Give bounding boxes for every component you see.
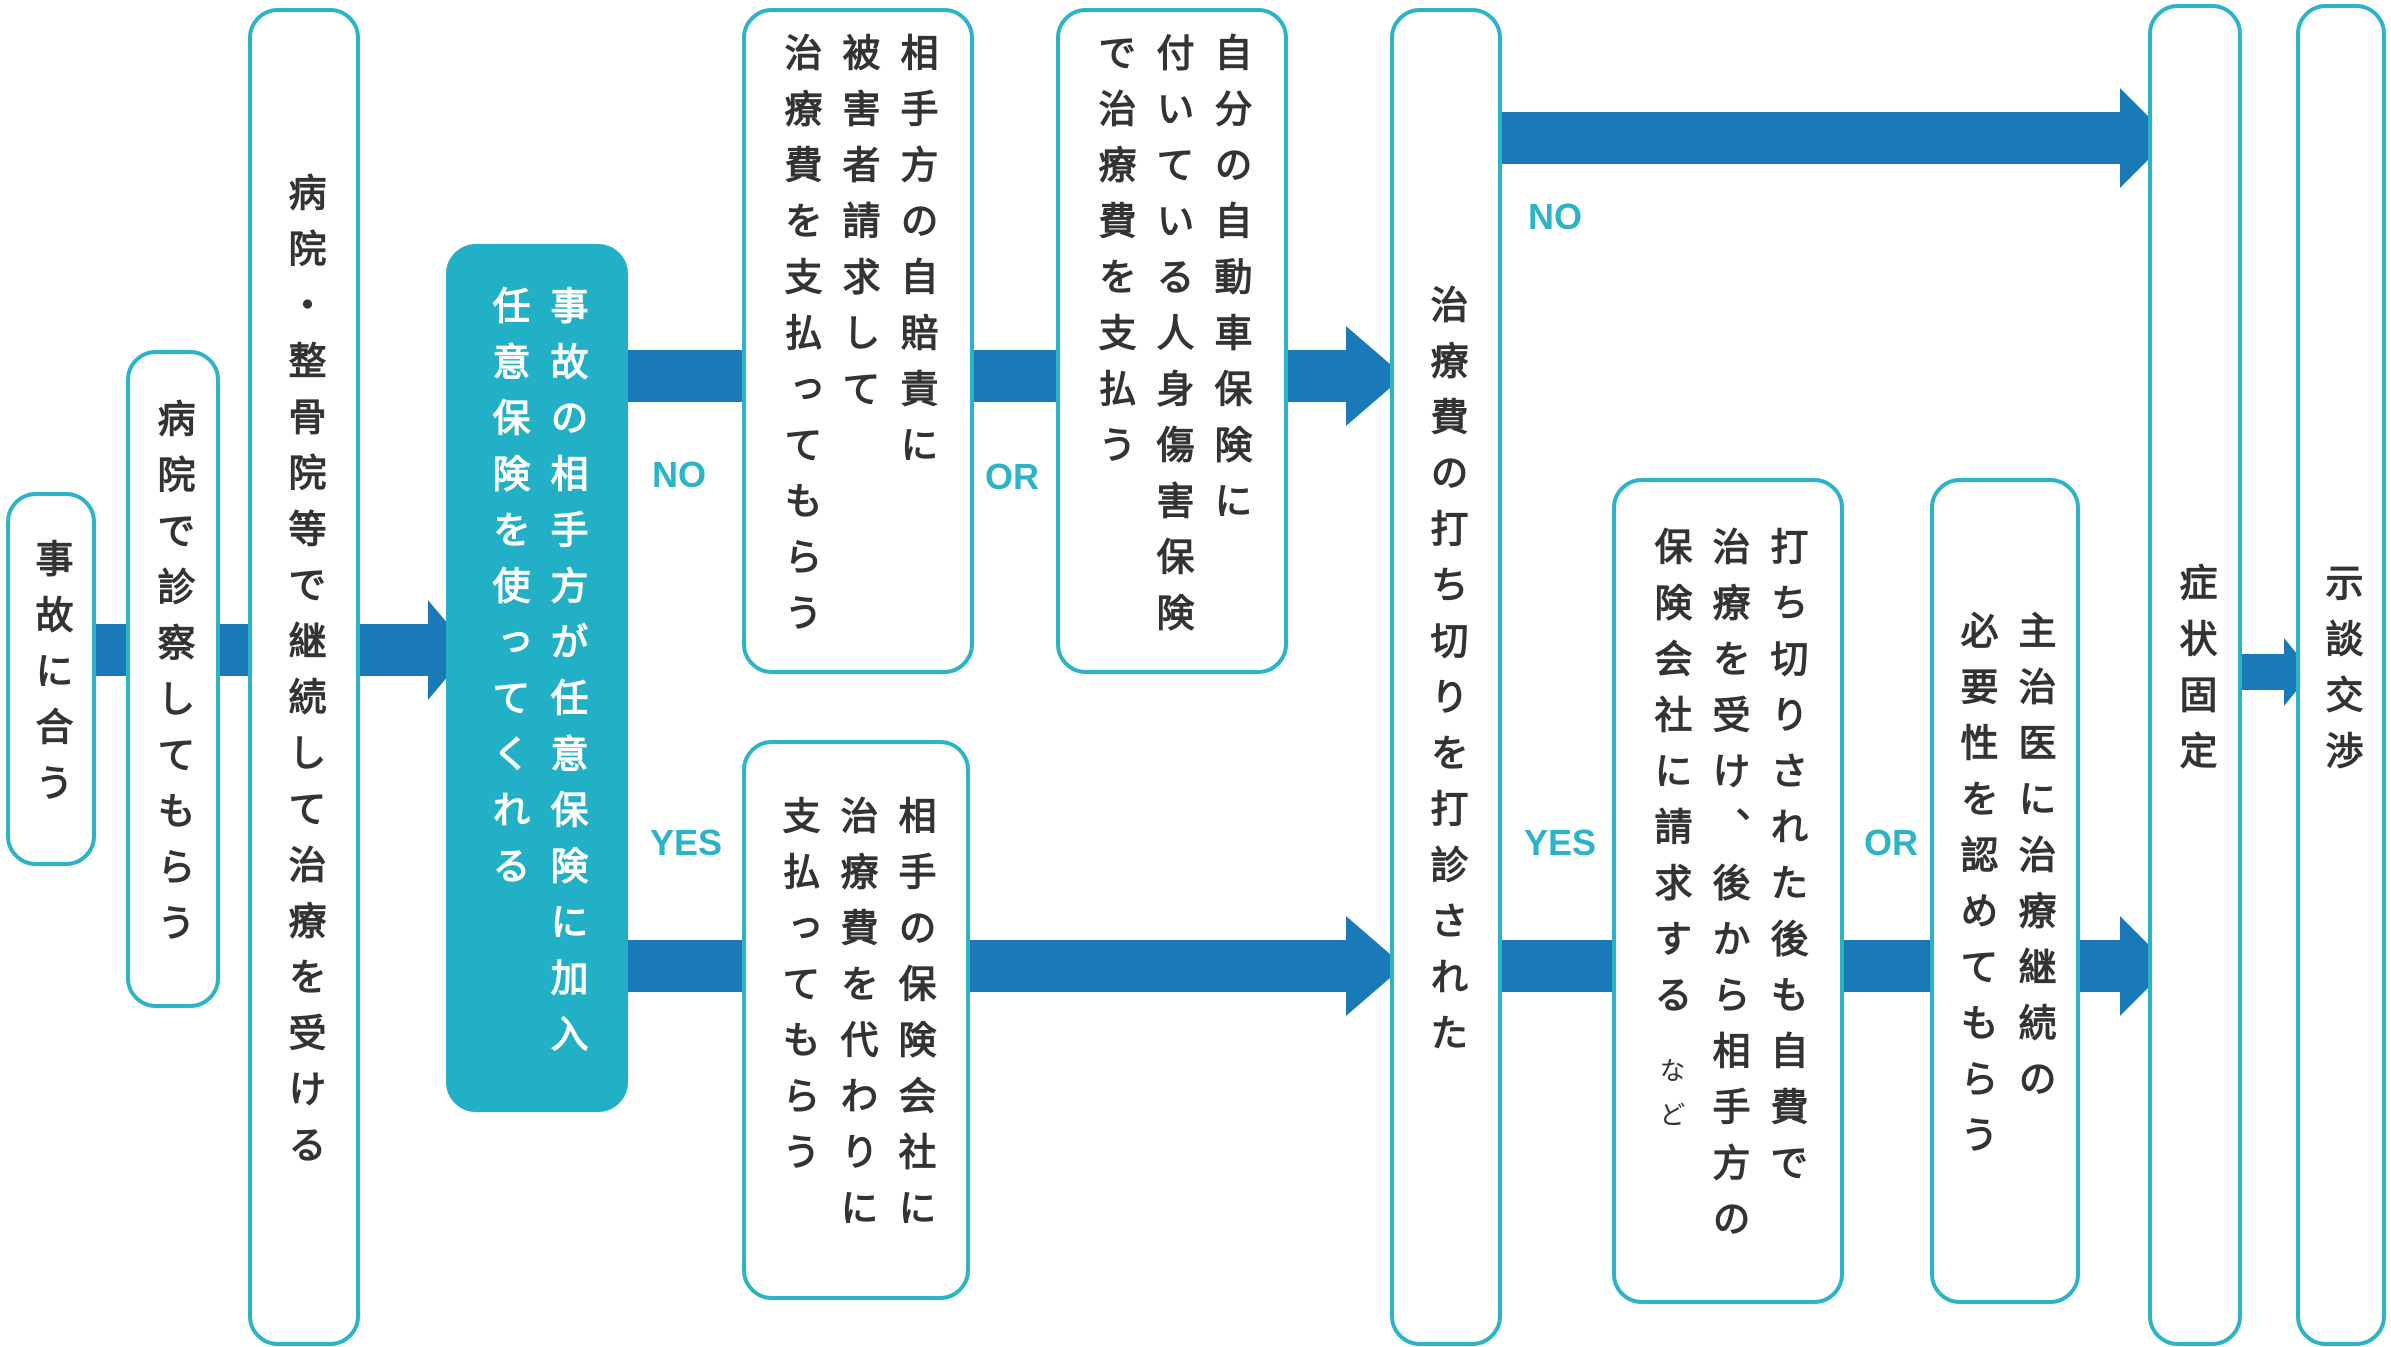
node-opponent-insurer-pays-line3: 支払ってもらう	[776, 796, 820, 1188]
node-self-pay-text: 打ち切りされた後も自費で 治療を受け、後から相手方の 保険会社に請求するなど	[1641, 527, 1815, 1255]
node-opponent-insurer-pays-line2: 治療費を代わりに	[834, 796, 878, 1244]
node-own-insurance-line3: で治療費を支払う	[1092, 33, 1136, 481]
label-yes-1: YES	[650, 822, 723, 863]
node-treatment-cutoff: 治療費の打ち切りを打診された	[1390, 8, 1502, 1346]
arrow-group	[96, 88, 2312, 1016]
node-opponent-insurer-pays-text: 相手の保険会社に 治療費を代わりに 支払ってもらう	[769, 796, 943, 1244]
node-self-pay-suffix: など	[1655, 1057, 1685, 1145]
connector-or-2	[1844, 940, 1930, 992]
arrow-treatment-to-insured	[360, 600, 470, 700]
node-own-insurance-line1: 自分の自動車保険に	[1208, 33, 1252, 537]
node-own-insurance-line2: 付いている人身傷害保険	[1150, 33, 1194, 649]
node-opponent-jibaiseki-line1: 相手方の自賠責に	[894, 33, 938, 481]
connector-or-1	[974, 350, 1056, 402]
node-self-pay-line3: 保険会社に請求する	[1648, 527, 1692, 1031]
node-continue-treatment-text: 病院・整骨院等で継続して治療を受ける	[282, 173, 326, 1181]
node-opponent-insured-text: 事故の相手方が任意保険に加入 任意保険を使ってくれる	[479, 286, 595, 1070]
node-settlement-text: 示談交渉	[2319, 563, 2363, 787]
node-opponent-jibaiseki: 相手方の自賠責に 被害者請求して 治療費を支払ってもらう	[742, 8, 974, 674]
node-own-insurance-text: 自分の自動車保険に 付いている人身傷害保険 で治療費を支払う	[1085, 33, 1259, 649]
node-own-insurance: 自分の自動車保険に 付いている人身傷害保険 で治療費を支払う	[1056, 8, 1288, 674]
node-self-pay: 打ち切りされた後も自費で 治療を受け、後から相手方の 保険会社に請求するなど	[1612, 478, 1844, 1304]
arrow-doctor-to-symptom	[2080, 916, 2170, 1016]
node-self-pay-line2: 治療を受け、後から相手方の	[1706, 527, 1750, 1255]
arrow-insurer-pays-to-cutoff	[970, 916, 1404, 1016]
node-opponent-jibaiseki-text: 相手方の自賠責に 被害者請求して 治療費を支払ってもらう	[771, 33, 945, 649]
node-opponent-insurer-pays-line1: 相手の保険会社に	[892, 796, 936, 1244]
label-or-2: OR	[1864, 822, 1918, 863]
label-or-1: OR	[985, 456, 1039, 497]
node-doctor-necessity-text: 主治医に治療継続の 必要性を認めてもらう	[1947, 611, 2063, 1171]
node-hospital-exam: 病院で診察してもらう	[126, 350, 220, 1008]
connector-cutoff-yes-branch	[1502, 940, 1612, 992]
label-no-1: NO	[652, 454, 706, 495]
node-opponent-insured: 事故の相手方が任意保険に加入 任意保険を使ってくれる	[446, 244, 628, 1112]
arrow-symptom-to-settlement	[2242, 638, 2312, 706]
node-hospital-exam-text: 病院で診察してもらう	[151, 399, 195, 959]
connector-accident-hospital	[96, 624, 126, 676]
node-opponent-jibaiseki-line3: 治療費を支払ってもらう	[778, 33, 822, 649]
connector-hospital-treatment	[220, 624, 248, 676]
label-yes-2: YES	[1524, 822, 1597, 863]
node-accident: 事故に合う	[6, 492, 96, 866]
node-accident-text: 事故に合う	[29, 539, 73, 819]
node-opponent-insurer-pays: 相手の保険会社に 治療費を代わりに 支払ってもらう	[742, 740, 970, 1300]
connector-insured-no-branch	[628, 350, 742, 402]
node-doctor-necessity-line2: 必要性を認めてもらう	[1954, 611, 1998, 1171]
connector-insured-yes-branch	[628, 940, 742, 992]
node-symptom-fixed-text: 症状固定	[2173, 563, 2217, 787]
node-opponent-insured-line2: 任意保険を使ってくれる	[486, 286, 530, 902]
label-no-2: NO	[1528, 196, 1582, 237]
node-doctor-necessity-line1: 主治医に治療継続の	[2012, 611, 2056, 1115]
node-opponent-jibaiseki-line2: 被害者請求して	[836, 33, 880, 425]
node-opponent-insured-line1: 事故の相手方が任意保険に加入	[544, 286, 588, 1070]
node-self-pay-line1: 打ち切りされた後も自費で	[1764, 527, 1808, 1199]
arrow-cutoff-no-to-symptom	[1502, 88, 2170, 188]
node-symptom-fixed: 症状固定	[2148, 4, 2242, 1346]
node-continue-treatment: 病院・整骨院等で継続して治療を受ける	[248, 8, 360, 1346]
node-settlement: 示談交渉	[2296, 4, 2386, 1346]
node-treatment-cutoff-text: 治療費の打ち切りを打診された	[1424, 285, 1468, 1069]
arrow-own-insurance-to-cutoff	[1288, 326, 1404, 426]
node-doctor-necessity: 主治医に治療継続の 必要性を認めてもらう	[1930, 478, 2080, 1304]
